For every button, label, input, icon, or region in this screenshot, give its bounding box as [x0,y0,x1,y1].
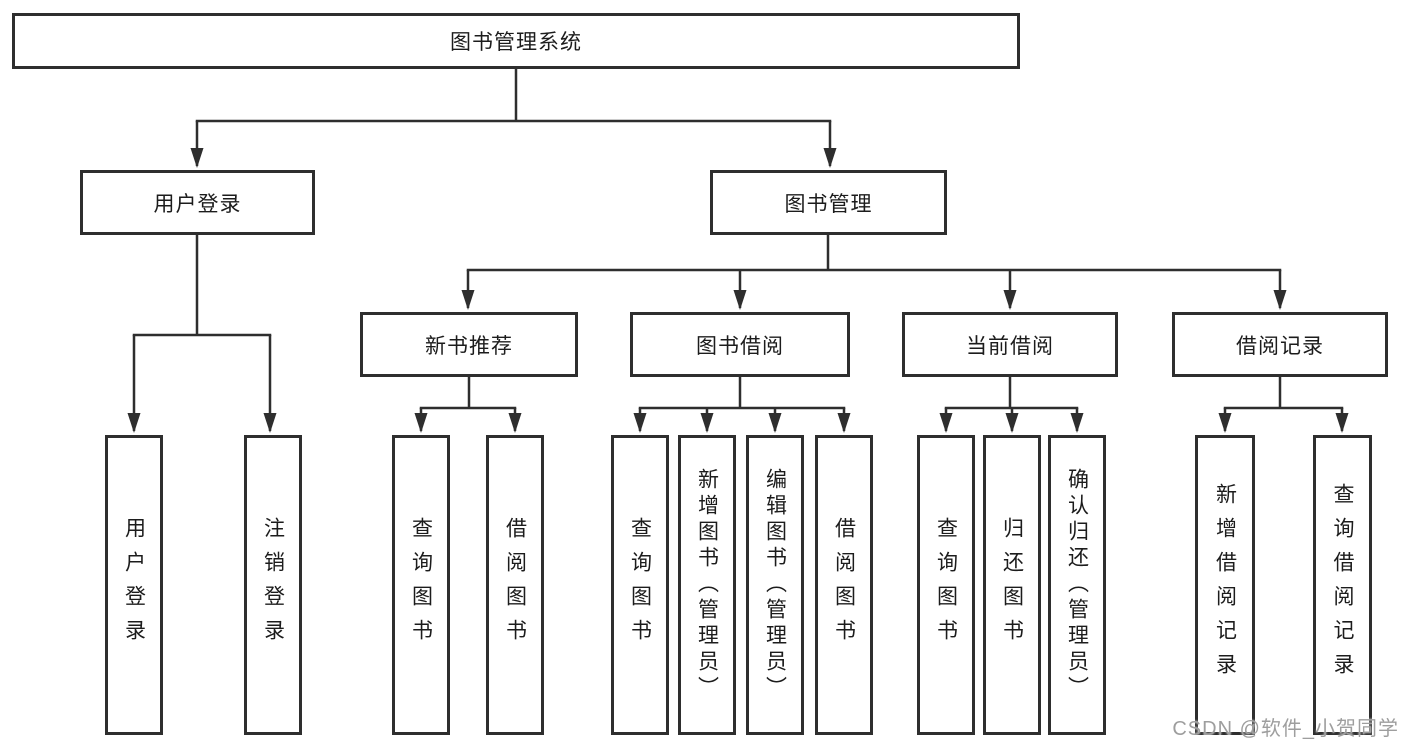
node-book-borrowing: 图书借阅 [630,312,850,377]
leaf-label: 编辑图书（管理员） [763,468,787,702]
leaf-return-books: 归还图书 [983,435,1041,735]
node-label: 借阅记录 [1236,334,1324,358]
node-library-management-system: 图书管理系统 [12,13,1020,69]
node-label: 当前借阅 [966,334,1054,358]
node-label: 图书管理 [784,192,873,216]
leaf-edit-books-admin: 编辑图书（管理员） [746,435,804,735]
node-book-management: 图书管理 [710,170,947,235]
leaf-add-books-admin: 新增图书（管理员） [678,435,736,735]
leaf-user-login: 用户登录 [105,435,163,735]
leaf-confirm-return-admin: 确认归还（管理员） [1048,435,1106,735]
leaf-label: 查询图书 [628,517,652,653]
leaf-label: 查询借阅记录 [1331,483,1354,687]
leaf-label: 新增借阅记录 [1213,483,1237,687]
leaf-query-books-recommend: 查询图书 [392,435,450,735]
node-label: 用户登录 [153,192,242,216]
node-label: 图书管理系统 [450,31,582,54]
leaf-logout: 注销登录 [244,435,302,735]
node-label: 图书借阅 [696,334,784,358]
node-label: 新书推荐 [425,334,513,358]
leaf-borrow-books: 借阅图书 [815,435,873,735]
node-current-borrowing: 当前借阅 [902,312,1118,377]
node-borrow-records: 借阅记录 [1172,312,1388,377]
leaf-label: 新增图书（管理员） [695,468,719,702]
leaf-label: 用户登录 [122,517,146,653]
leaf-label: 借阅图书 [503,517,527,653]
leaf-label: 归还图书 [1000,517,1024,653]
leaf-label: 查询图书 [409,517,433,653]
leaf-borrow-books-recommend: 借阅图书 [486,435,544,735]
leaf-label: 借阅图书 [832,517,856,653]
node-user-login: 用户登录 [80,170,315,235]
node-new-book-recommend: 新书推荐 [360,312,578,377]
leaf-query-books-borrowing: 查询图书 [611,435,669,735]
leaf-query-borrow-record: 查询借阅记录 [1313,435,1372,735]
leaf-label: 注销登录 [261,517,285,653]
leaf-add-borrow-record: 新增借阅记录 [1195,435,1255,735]
leaf-label: 查询图书 [934,517,958,653]
leaf-label: 确认归还（管理员） [1065,468,1089,702]
leaf-query-books-current: 查询图书 [917,435,975,735]
